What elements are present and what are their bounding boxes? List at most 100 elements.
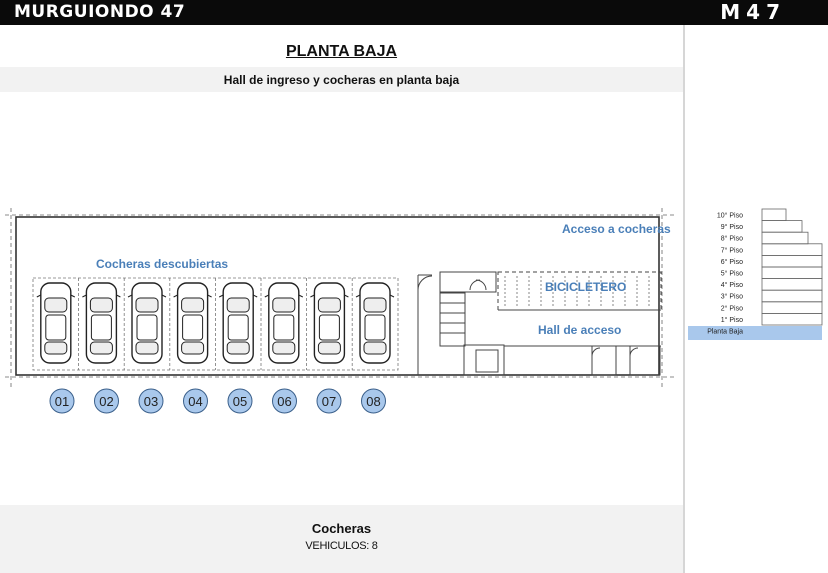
car-roof xyxy=(318,314,340,341)
car-mirror xyxy=(355,294,361,298)
floor-block xyxy=(761,289,823,303)
car-rear-window xyxy=(317,341,341,355)
car-mirror xyxy=(207,294,212,298)
entry-door xyxy=(417,274,433,375)
car-mirror xyxy=(70,294,76,298)
small-room xyxy=(591,345,617,376)
car-roof xyxy=(90,314,112,341)
car-mirror xyxy=(173,294,178,298)
car-rear-window xyxy=(226,341,250,355)
spot-number: 01 xyxy=(55,394,69,409)
floor-label[interactable]: 9° Piso xyxy=(721,223,743,231)
car-mirror xyxy=(36,294,42,298)
door-swing xyxy=(469,279,481,291)
car-roof xyxy=(227,314,249,341)
door-swing xyxy=(591,347,601,357)
car-roof xyxy=(273,314,295,341)
building-core xyxy=(417,271,662,376)
car-windshield xyxy=(317,297,341,313)
core-block xyxy=(439,271,497,293)
floor-label[interactable]: 7° Piso xyxy=(721,246,743,254)
floor-label[interactable]: 10° Piso xyxy=(717,212,743,220)
car-windshield xyxy=(181,297,205,313)
spot-badge: 02 xyxy=(94,388,119,414)
label-bicicletero: BICICLETERO xyxy=(545,280,626,294)
car-windshield xyxy=(363,297,387,313)
building-section xyxy=(761,208,823,326)
car-rear-window xyxy=(89,341,113,355)
car-mirror xyxy=(252,294,258,298)
floor-block xyxy=(761,301,823,314)
floor-label[interactable]: 3° Piso xyxy=(721,293,743,301)
floor-block xyxy=(761,255,823,268)
car-mirror xyxy=(389,294,395,298)
car xyxy=(173,282,212,364)
current-floor-highlight xyxy=(688,326,822,340)
floor-label[interactable]: 2° Piso xyxy=(721,304,743,312)
car-roof xyxy=(45,314,67,341)
label-cocheras: Cocheras descubiertas xyxy=(96,257,228,271)
car xyxy=(82,282,121,364)
page-subtitle: Hall de ingreso y cocheras en planta baj… xyxy=(223,73,460,87)
spot-number: 02 xyxy=(99,394,113,409)
car-mirror xyxy=(161,294,167,298)
spot-number: 06 xyxy=(277,394,291,409)
car-windshield xyxy=(44,297,68,313)
elevator-car xyxy=(475,349,499,373)
page-title: PLANTA BAJA xyxy=(285,43,398,60)
bike-racks xyxy=(504,276,650,306)
floor-block xyxy=(761,313,823,326)
floor-selector: 10° Piso 9° Piso 8° Piso 7° Piso 6° Piso 5° P… xyxy=(688,208,823,340)
staircase xyxy=(439,292,466,347)
floor-block xyxy=(761,231,809,245)
door-swing xyxy=(475,279,487,291)
floor-plan: Cocheras descubiertas Acceso a cocheras … xyxy=(5,208,676,414)
spot-badge: 06 xyxy=(272,388,297,414)
car-roof xyxy=(182,314,204,341)
car-mirror xyxy=(218,294,224,298)
car-rear-window xyxy=(363,341,387,355)
car-windshield xyxy=(226,297,250,313)
spot-badge: 01 xyxy=(49,388,75,414)
floor-block xyxy=(761,278,823,291)
car-windshield xyxy=(135,297,159,313)
car xyxy=(127,282,167,364)
car-group xyxy=(36,282,395,364)
panel-divider xyxy=(683,25,685,573)
car-roof xyxy=(136,314,158,341)
label-acceso: Acceso a cocheras xyxy=(562,222,671,236)
footer-detail: VEHICULOS: 8 xyxy=(305,540,378,552)
car-mirror xyxy=(344,294,349,298)
small-room xyxy=(629,345,661,376)
floor-label[interactable]: Planta Baja xyxy=(707,329,743,336)
car-mirror xyxy=(264,294,270,298)
car xyxy=(218,282,258,364)
spot-badge: 04 xyxy=(183,388,208,414)
floor-block xyxy=(761,208,787,222)
car-rear-window xyxy=(181,341,205,355)
floor-label[interactable]: 1° Piso xyxy=(721,316,743,324)
badge-circle xyxy=(183,388,208,414)
car-rear-window xyxy=(44,341,68,355)
floor-label[interactable]: 8° Piso xyxy=(721,235,743,243)
parking-dividers xyxy=(78,278,353,370)
spot-number: 07 xyxy=(322,394,336,409)
car-mirror xyxy=(116,294,121,298)
badge-circle xyxy=(272,388,297,414)
floor-label[interactable]: 6° Piso xyxy=(721,258,743,266)
car-mirror xyxy=(298,294,304,298)
subtitle-band xyxy=(0,67,683,92)
floor-labels: 10° Piso 9° Piso 8° Piso 7° Piso 6° Piso 5° P… xyxy=(707,212,743,336)
floor-label[interactable]: 4° Piso xyxy=(721,281,743,289)
badge-circle xyxy=(94,388,119,414)
label-hall: Hall de acceso xyxy=(538,323,621,337)
car-rear-window xyxy=(135,341,159,355)
badge-circle xyxy=(138,388,164,414)
spot-number: 05 xyxy=(233,394,247,409)
door-swing xyxy=(629,347,639,357)
floor-label[interactable]: 5° Piso xyxy=(721,270,743,278)
footer-heading: Cocheras xyxy=(311,521,372,536)
spot-badge: 07 xyxy=(316,388,342,414)
badge-circle xyxy=(316,388,342,414)
